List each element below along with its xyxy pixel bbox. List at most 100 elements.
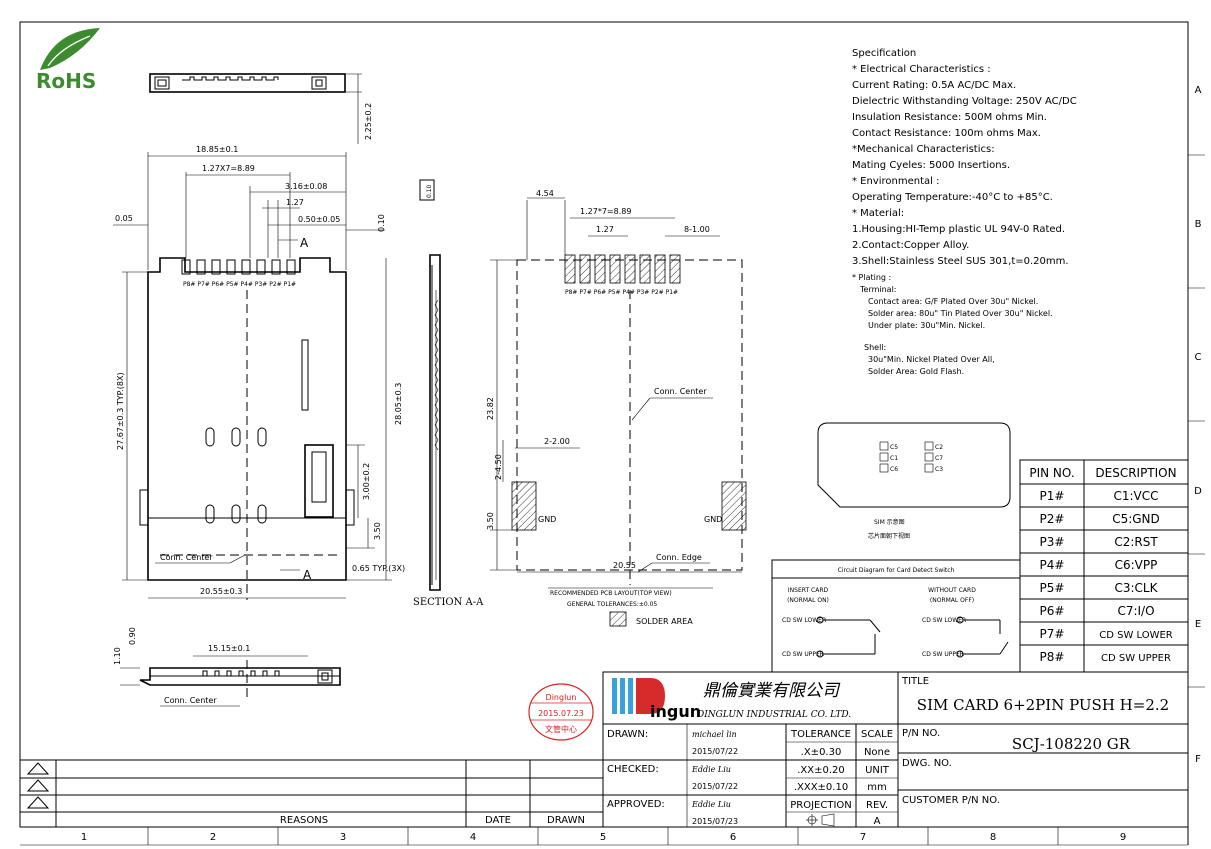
stamp-text: Dinglun [546,693,577,702]
grid-row-label: D [1194,486,1202,497]
dim-label: 2-2.00 [544,437,570,446]
dwg-label: DWG. NO. [902,758,952,769]
section-mark-a: A [300,236,309,250]
title-label: TITLE [901,676,929,687]
dim-label: 1.27X7=8.89 [202,164,255,173]
pin-table-cell: P7# [1040,627,1065,641]
switch-label: WITHOUT CARD [928,587,976,594]
pin-table-cell: P8# [1040,650,1065,664]
pin-table-cell: C1:VCC [1113,489,1158,503]
switch-diagram: Circuit Diagram for Card Detect Switch I… [771,559,1021,673]
pcb-pads [511,254,747,531]
spec-line: Dielectric Withstanding Voltage: 250V AC… [852,96,1077,107]
revision-triangle-icon [26,762,50,775]
spec-line: Mating Cyeles: 5000 Insertions. [852,160,1010,171]
dim-label: 3.16±0.08 [285,182,327,191]
title-block: ingun 鼎倫實業有限公司 DINGLUN INDUSTRIAL CO. LT… [602,671,1189,828]
pcb-caption: GENERAL TOLERANCES:±0.05 [567,601,657,608]
dim-label: 3.50 [486,512,495,530]
dim-label: 15.15±0.1 [208,644,250,653]
flatness-label: 0.10 [426,184,433,198]
pin-table-cell: P1# [1040,489,1065,503]
grid-row-label: F [1195,754,1201,765]
company-en-name: DINGLUN INDUSTRIAL CO. LTD. [696,710,851,720]
top-view: P8# P7# P6# P5# P4# P3# P2# P1# 18.85±0.… [113,145,405,600]
rev-value: A [874,816,881,827]
pin-table-cell: P4# [1040,558,1065,572]
stamp-text: 文管中心 [545,724,577,734]
approved-label: APPROVED: [607,799,665,810]
pin-table-cell: C6:VPP [1115,558,1158,572]
company-cn-name: 鼎倫實業有限公司 [703,681,841,701]
section-label: SECTION A-A [413,597,484,608]
projection-symbol-icon [806,813,835,827]
conn-center-label: Conn. Center [654,387,707,396]
grid-row-label: B [1195,219,1202,230]
conn-center-label: Conn. Center [164,696,217,705]
gnd-label: GND [538,515,556,524]
part-number: SCJ-108220 GR [1012,735,1131,753]
pin-table-header: DESCRIPTION [1095,466,1176,480]
grid-row-label: E [1195,619,1201,630]
gnd-label: GND [704,515,722,524]
pin-row [181,259,296,275]
solder-legend-label: SOLDER AREA [636,617,693,626]
sim-caption: 芯片面朝下视图 [868,532,910,540]
pin-table-cell: P3# [1040,535,1065,549]
plating-line: * Plating : [852,273,891,282]
rohs-logo: RoHS [36,28,100,93]
scale-value: None [864,747,890,758]
approved-by: Eddie Liu [691,800,731,809]
dim-label: 1.27 [286,198,304,207]
checked-date: 2015/07/22 [692,782,738,791]
conn-edge-label: Conn. Edge [656,553,702,562]
revision-block: REASONS DATE DRAWN [20,759,603,827]
date-header: DATE [485,815,511,826]
switch-label: CD SW UPPER [782,651,824,658]
spec-line: * Environmental : [852,176,940,187]
sim-contact-label: C6 [890,466,898,473]
customer-pn-label: CUSTOMER P/N NO. [902,795,1000,806]
dim-label: 27.67±0.3 TYP.(8X) [116,372,125,450]
switch-label: (NORMAL OFF) [930,597,974,604]
section-view: 0.10 SECTION A-A [413,179,484,608]
tolerance-value: .X±0.30 [801,747,842,758]
pin-labels: P8# P7# P6# P5# P4# P3# P2# P1# [565,289,678,296]
plating-line: Terminal: [859,285,897,294]
tolerance-value: .XXX±0.10 [794,782,848,793]
pin-table-cell: P2# [1040,512,1065,526]
company-logo: ingun [612,678,701,721]
dim-label: 2.25±0.2 [364,103,373,140]
dim-label: 1.27*7=8.89 [580,207,631,216]
pcb-layout: P8# P7# P6# P5# P4# P3# P2# P1# GND GND … [486,189,747,627]
sim-contact-label: C2 [935,444,943,451]
dim-label: 0.90 [128,627,137,645]
plating-line: 30u"Min. Nickel Plated Over All, [868,355,995,364]
sim-contact-label: C5 [890,444,898,451]
sim-contact-label: C1 [890,455,898,462]
grid-labels: 1 2 3 4 5 6 7 8 9 A B C D E F [81,85,1202,843]
unit-label: UNIT [865,765,890,776]
grid-col-label: 7 [860,832,866,843]
sim-contact-label: C3 [935,466,943,473]
reasons-header: REASONS [280,815,328,826]
grid-col-label: 3 [340,832,346,843]
grid-col-label: 4 [470,832,476,843]
spec-line: Specification [852,48,916,59]
dim-label: 1.27 [596,225,614,234]
side-view-top: 2.25±0.2 [149,73,373,144]
grid-row-label: C [1195,352,1202,363]
grid-col-label: 6 [730,832,736,843]
dim-label: 20.55±0.3 [200,587,242,596]
dim-label: 28.05±0.3 [394,383,403,425]
sim-caption: SIM 示意图 [874,518,905,526]
spec-line: Contact Resistance: 100m ohms Max. [852,128,1041,139]
switch-label: CD SW LOWER [782,617,826,624]
scale-label: SCALE [861,729,893,740]
tolerance-value: .XX±0.20 [797,765,845,776]
spec-text: Specification * Electrical Characteristi… [852,48,1077,376]
rev-label: REV. [866,800,888,811]
dim-label: 23.82 [486,397,495,420]
dim-label: 0.65 TYP.(3X) [352,564,405,573]
pin-table: PIN NO. DESCRIPTION P1# C1:VCC P2# C5:GN… [1019,459,1189,673]
